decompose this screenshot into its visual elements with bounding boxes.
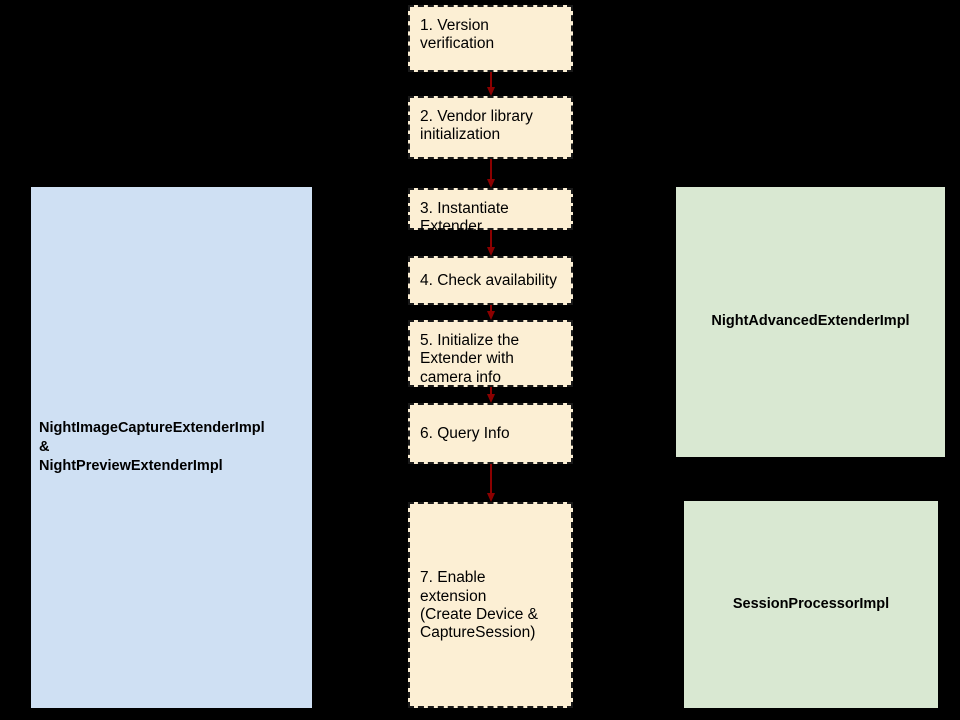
step-6-label: 6. Query Info: [420, 425, 510, 443]
arrow-shaft: [490, 387, 492, 396]
arrow-shaft: [490, 72, 492, 88]
step-5-initialize-extender[interactable]: 5. Initialize the Extender with camera i…: [408, 320, 573, 387]
step-6-query-info[interactable]: 6. Query Info: [408, 403, 573, 464]
arrow-head-icon: [487, 179, 495, 188]
panel-basic-extenders[interactable]: NightImageCaptureExtenderImpl & NightPre…: [31, 187, 312, 708]
arrow-shaft: [490, 159, 492, 180]
arrow-shaft: [490, 464, 492, 494]
step-5-label: 5. Initialize the Extender with camera i…: [420, 332, 520, 386]
step-1-version-verification[interactable]: 1. Version verification: [408, 5, 573, 72]
step-7-label: 7. Enable extension (Create Device & Cap…: [420, 569, 539, 642]
panel-advanced-extender[interactable]: NightAdvancedExtenderImpl: [676, 187, 945, 457]
step-7-enable-extension[interactable]: 7. Enable extension (Create Device & Cap…: [408, 502, 573, 708]
arrow-shaft: [490, 305, 492, 313]
arrow-step-2-to-step-3: [487, 159, 495, 188]
panel-advanced-extender-label: NightAdvancedExtenderImpl: [711, 313, 910, 330]
step-3-label: 3. Instantiate Extender: [420, 200, 509, 236]
arrow-head-icon: [487, 247, 495, 256]
arrow-step-4-to-step-5: [487, 305, 495, 320]
panel-session-processor-label: SessionProcessorImpl: [732, 595, 890, 612]
step-4-check-availability[interactable]: 4. Check availability: [408, 256, 573, 305]
step-3-instantiate-extender[interactable]: 3. Instantiate Extender: [408, 188, 573, 235]
arrow-step-5-to-step-6: [487, 387, 495, 403]
arrow-head-icon: [487, 87, 495, 96]
panel-session-processor[interactable]: SessionProcessorImpl: [684, 501, 938, 708]
arrow-head-icon: [487, 311, 495, 320]
arrow-step-1-to-step-2: [487, 72, 495, 96]
arrow-step-6-to-step-7: [487, 464, 495, 502]
step-2-label: 2. Vendor library initialization: [420, 108, 533, 144]
step-2-vendor-library-initialization[interactable]: 2. Vendor library initialization: [408, 96, 573, 159]
step-1-label: 1. Version verification: [420, 17, 495, 53]
step-4-label: 4. Check availability: [420, 272, 557, 290]
panel-basic-extenders-label: NightImageCaptureExtenderImpl & NightPre…: [39, 420, 265, 474]
arrow-head-icon: [487, 394, 495, 403]
arrow-step-3-to-step-4: [487, 230, 495, 256]
arrow-head-icon: [487, 493, 495, 502]
arrow-shaft: [490, 230, 492, 248]
